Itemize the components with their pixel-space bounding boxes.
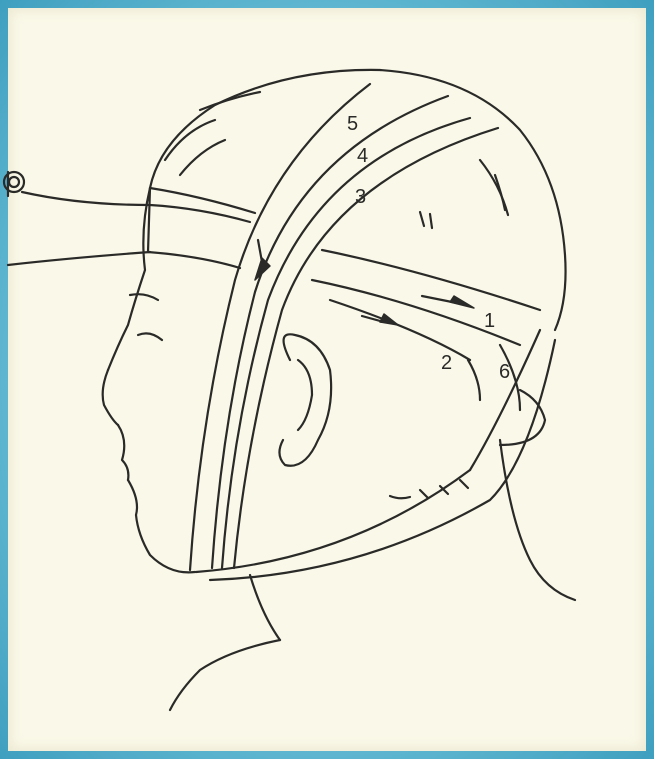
turn-label-1: 1	[484, 311, 495, 331]
turn-label-2: 2	[441, 353, 452, 373]
bandage-strip-from-roll	[8, 192, 150, 265]
forehead-band	[148, 188, 255, 268]
ear	[279, 334, 331, 465]
occipital-bandage-turns	[312, 250, 545, 470]
turn-label-6: 6	[499, 362, 510, 382]
crown-bandage-turns	[190, 84, 555, 580]
turn-label-3: 3	[355, 187, 366, 207]
turn-label-5: 5	[347, 114, 358, 134]
head-outline	[103, 70, 566, 572]
turn-label-4: 4	[357, 146, 368, 166]
arrow-right-1	[380, 314, 398, 325]
